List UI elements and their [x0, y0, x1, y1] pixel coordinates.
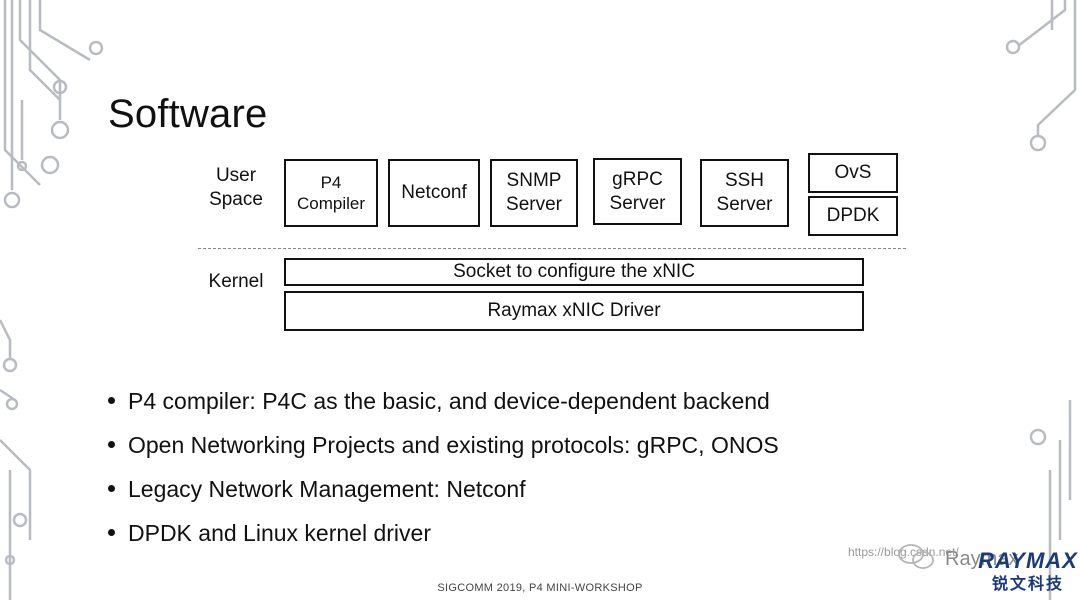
ssh-server-box: SSH Server — [700, 159, 789, 227]
kernel-label: Kernel — [208, 271, 264, 292]
slide-footer: SIGCOMM 2019, P4 MINI-WORKSHOP — [437, 582, 643, 594]
bullet-dot — [108, 397, 115, 404]
logo-chinese-name: 锐文科技 — [991, 576, 1064, 593]
snmp-server-box: SNMP Server — [490, 159, 578, 227]
circuit-decoration-left — [0, 0, 104, 600]
netconf-box: Netconf — [388, 159, 480, 227]
bullet-text: P4 compiler: P4C as the basic, and devic… — [128, 388, 770, 414]
ovs-box: OvS — [808, 153, 898, 193]
company-logo: RAYMAX 锐文科技 — [978, 548, 1078, 596]
bullet-item: Open Networking Projects and existing pr… — [108, 428, 779, 472]
bullet-text: Legacy Network Management: Netconf — [128, 476, 526, 502]
user-space-label: User Space — [209, 165, 263, 210]
grpc-server-box: gRPC Server — [593, 158, 682, 225]
bullet-dot — [108, 441, 115, 448]
slide-title: Software — [108, 92, 268, 136]
wechat-icon — [897, 542, 937, 579]
socket-config-box: Socket to configure the xNIC — [284, 258, 864, 286]
bullet-item: Legacy Network Management: Netconf — [108, 472, 779, 516]
bullet-text: Open Networking Projects and existing pr… — [128, 432, 779, 458]
bullet-item: DPDK and Linux kernel driver — [108, 516, 779, 560]
watermark-brand: Raymax — [945, 548, 1019, 570]
bullet-dot — [108, 529, 115, 536]
p4-compiler-box: P4 Compiler — [284, 159, 378, 227]
dpdk-box: DPDK — [808, 196, 898, 236]
bullet-text: DPDK and Linux kernel driver — [128, 520, 431, 546]
logo-wordmark: RAYMAX — [978, 548, 1078, 573]
user-kernel-divider — [198, 248, 906, 249]
xnic-driver-box: Raymax xNIC Driver — [284, 291, 864, 331]
wechat-icon-svg — [898, 544, 934, 569]
bullet-list: P4 compiler: P4C as the basic, and devic… — [108, 384, 779, 560]
circuit-decoration-right — [1005, 0, 1077, 600]
bullet-item: P4 compiler: P4C as the basic, and devic… — [108, 384, 779, 428]
bullet-dot — [108, 485, 115, 492]
